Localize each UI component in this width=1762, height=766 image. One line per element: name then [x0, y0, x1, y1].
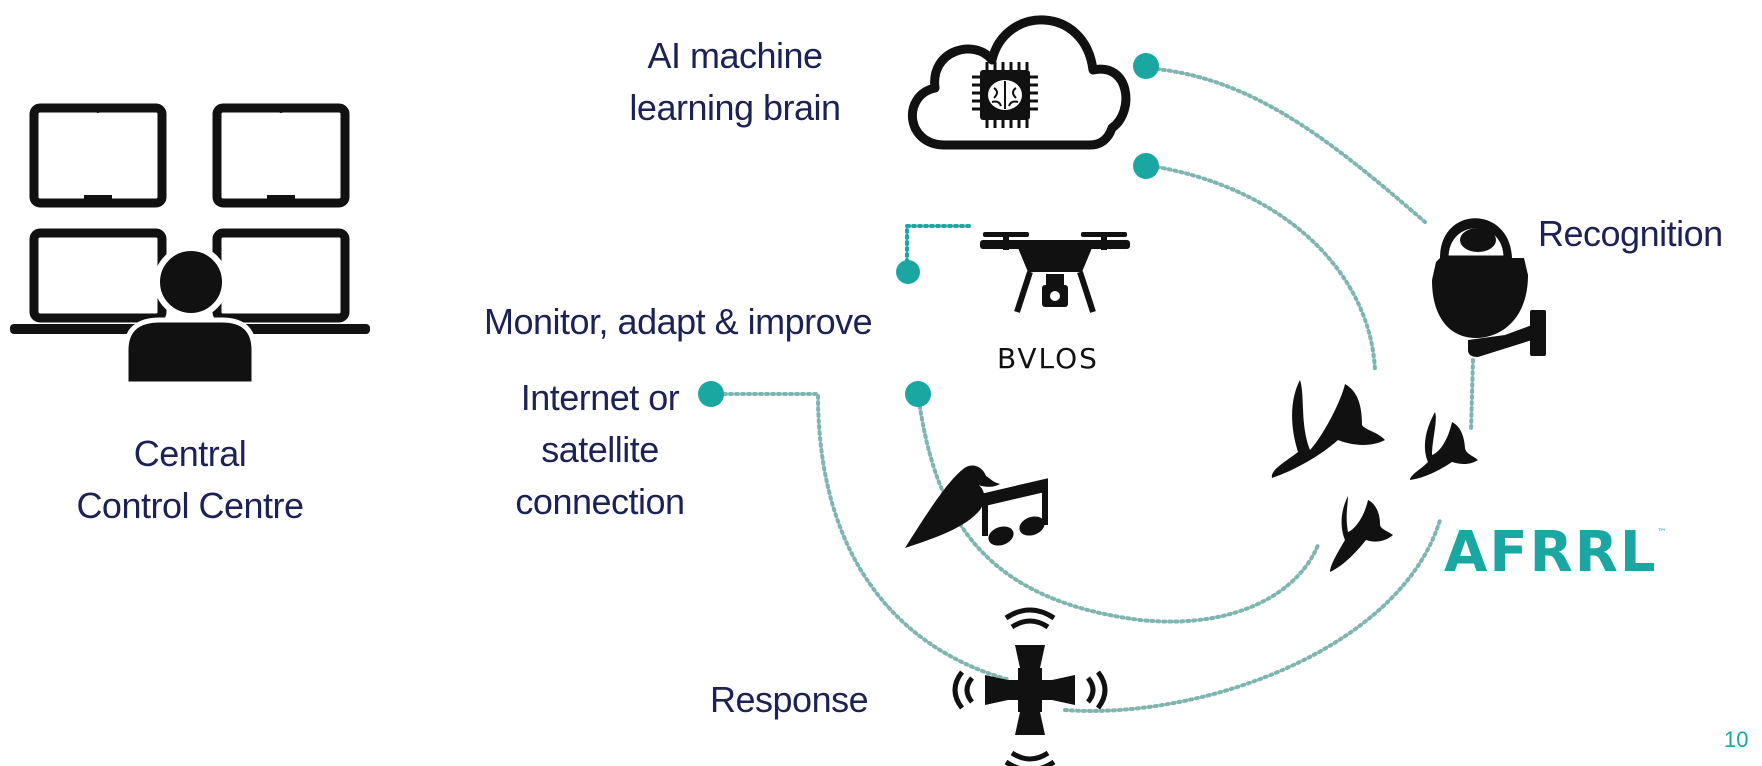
- cloud-top-dot: [1133, 53, 1159, 79]
- connection-dots: [698, 53, 1159, 407]
- monitor-label: Monitor, adapt & improve: [484, 301, 873, 342]
- speaker-to-logo-path: [1063, 518, 1442, 713]
- bird-song-icon: [905, 465, 1048, 548]
- birdsong-dot: [905, 381, 931, 407]
- internet-to-speaker-path: [710, 392, 1012, 682]
- control-centre-label: Central Control Centre: [40, 428, 340, 532]
- recognition-label: Recognition: [1538, 213, 1723, 254]
- dome-camera-icon: [1432, 218, 1546, 357]
- connection-paths: [710, 66, 1475, 713]
- ai-brain-label-line2: learning brain: [629, 87, 841, 128]
- ai-brain-label: AI machine learning brain: [600, 30, 870, 134]
- internet-dot: [698, 381, 724, 407]
- afrrl-trademark: ™: [1657, 528, 1669, 538]
- birds-flock-icon: [1271, 380, 1478, 572]
- response-label: Response: [710, 679, 869, 720]
- internet-label-line2: satellite: [541, 429, 659, 470]
- drone-dot: [896, 260, 920, 284]
- cloud-bottom-dot: [1133, 153, 1159, 179]
- camera-to-birds-path: [1469, 358, 1475, 432]
- birdsong-to-birds-path: [916, 392, 1320, 624]
- cloud-brain-chip-icon: [908, 15, 1131, 150]
- cloud-to-birds-path: [1143, 163, 1377, 372]
- speaker-array-icon: [952, 607, 1108, 766]
- control-centre-label-line2: Control Centre: [76, 485, 304, 526]
- internet-label-line1: Internet or: [520, 377, 680, 418]
- internet-label: Internet or satellite connection: [480, 372, 720, 528]
- cloud-to-camera-path: [1143, 66, 1427, 224]
- bvlos-label: BVLOS: [997, 342, 1099, 375]
- drone-dotted-elbow: [905, 224, 974, 264]
- drone-icon: [980, 232, 1130, 313]
- ai-brain-label-line1: AI machine: [647, 35, 823, 76]
- afrrl-logo: AFRRL™: [1444, 520, 1669, 585]
- control-centre-label-line1: Central: [133, 433, 247, 474]
- internet-label-line3: connection: [515, 481, 685, 522]
- page-number: 10: [1724, 727, 1749, 752]
- afrrl-logo-text: AFRRL: [1444, 520, 1658, 585]
- monitors-operator-icon: [10, 103, 370, 387]
